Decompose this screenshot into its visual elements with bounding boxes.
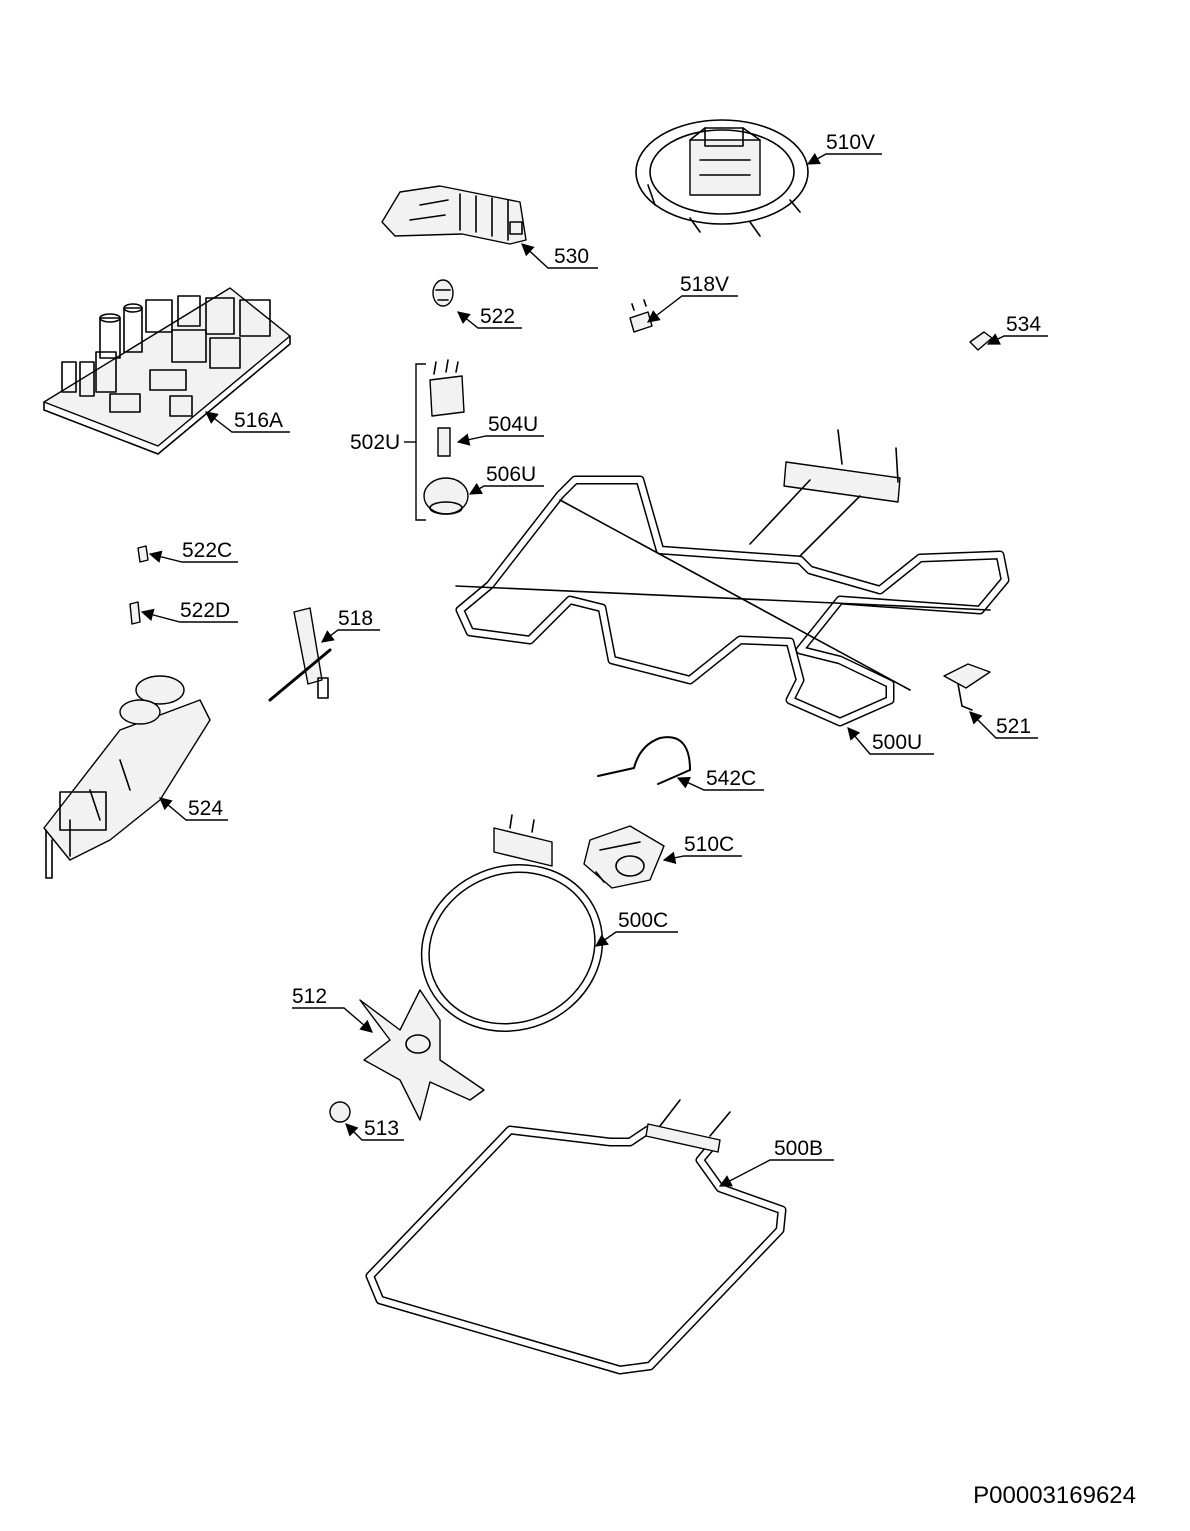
part-522d: [129, 601, 141, 625]
part-530-terminal-block: [381, 185, 527, 245]
part-510c-motor: [583, 825, 665, 889]
label-500b: 500B: [774, 1137, 823, 1160]
label-504u: 504U: [488, 413, 538, 436]
part-518v: [629, 299, 653, 333]
part-524-selector: [43, 675, 211, 879]
label-510v: 510V: [826, 131, 875, 154]
label-502u: 502U: [350, 431, 400, 454]
part-516a-circuit-board: [43, 287, 291, 455]
part-500b-bottom-element: [365, 1099, 787, 1375]
label-522: 522: [480, 305, 515, 328]
part-513-nut: [329, 1101, 351, 1123]
part-502u-lamp-holder: [429, 359, 465, 417]
part-510v-fan-motor: [635, 119, 809, 237]
label-521: 521: [996, 715, 1031, 738]
part-502u-bracket: [404, 363, 426, 521]
label-530: 530: [554, 245, 589, 268]
label-518v: 518V: [680, 273, 729, 296]
label-522c: 522C: [182, 539, 232, 562]
label-516a: 516A: [234, 409, 283, 432]
label-522d: 522D: [180, 599, 230, 622]
part-512-fan-blade: [359, 989, 485, 1121]
label-518: 518: [338, 607, 373, 630]
label-534: 534: [1006, 313, 1041, 336]
part-518-probe: [268, 607, 332, 702]
label-510c: 510C: [684, 833, 734, 856]
part-500c-ring-element: [420, 814, 604, 1032]
label-542c: 542C: [706, 767, 756, 790]
label-500u: 500U: [872, 731, 922, 754]
label-524: 524: [188, 797, 223, 820]
label-512: 512: [292, 985, 327, 1008]
part-534: [969, 331, 993, 351]
part-504u-lamp: [437, 427, 451, 457]
leader-lines: [140, 152, 1048, 1187]
label-513: 513: [364, 1117, 399, 1140]
part-521-clip: [943, 663, 991, 711]
document-code: P00003169624: [973, 1482, 1136, 1509]
part-500u-top-element: [455, 429, 1010, 727]
part-522: [432, 279, 454, 307]
part-542c-wire: [597, 736, 691, 785]
part-506u-lamp-cover: [423, 477, 469, 515]
part-522c: [137, 545, 149, 563]
label-500c: 500C: [618, 909, 668, 932]
label-506u: 506U: [486, 463, 536, 486]
